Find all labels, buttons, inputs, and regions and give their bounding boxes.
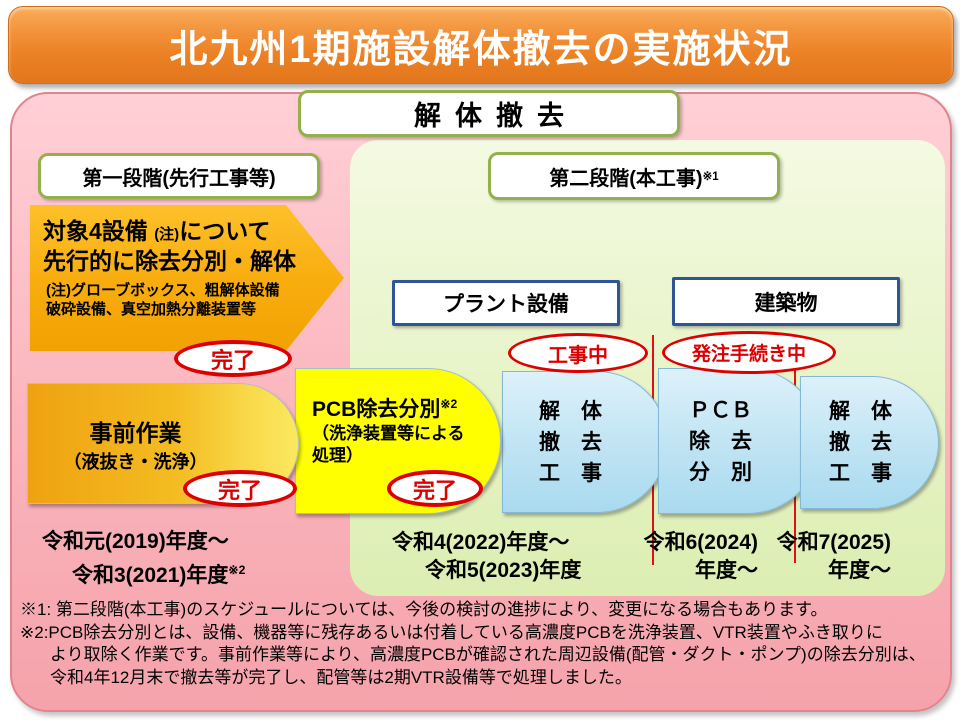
stage2-panel [350, 140, 945, 596]
status-oval-under-construction: 工事中 [508, 333, 648, 373]
building-task2-line2: 撤 去 [829, 431, 892, 454]
target-arrow-line1-main: 対象4設備 [43, 218, 148, 244]
stage2-label-sup: ※1 [702, 170, 719, 183]
building-task1-line3: 分 別 [689, 460, 752, 484]
under-construction-label: 工事中 [548, 344, 608, 367]
target-arrow-line1: 対象4設備 (注)について [43, 218, 344, 248]
footnote-2-cont1: より取除く作業です。事前作業等により、高濃度PCBが確認された周辺設備(配管・ダ… [50, 645, 926, 664]
period-demolition-building: 令和7(2025) 年度～ [760, 529, 891, 585]
status-oval-done-1: 完了 [174, 340, 292, 377]
period-stage1-line2-text: 令和3(2021)年度 [72, 564, 229, 587]
period-pcb-building: 令和6(2024) 年度～ [627, 529, 758, 585]
building-label: 建築物 [754, 291, 818, 315]
status-oval-done-2: 完了 [183, 470, 297, 507]
period-plant-line1: 令和4(2022)年度～ [392, 531, 570, 554]
stage1-label: 第一段階(先行工事等) [82, 167, 276, 190]
target-arrow-note2: 破砕設備、真空加熱分離装置等 [46, 301, 257, 318]
building-box: 建築物 [672, 277, 900, 326]
building-task2-line3: 工 事 [829, 462, 892, 485]
plant-equipment-box: プラント設備 [392, 280, 620, 326]
plant-task-line1: 解 体 [539, 399, 602, 423]
title-banner: 北九州1期施設解体撤去の実施状況 [8, 6, 954, 84]
footnote-1: ※1: 第二段階(本工事)のスケジュールについては、今後の検討の進捗により、変更… [20, 600, 828, 619]
process-demolition-plant: 解 体 撤 去 工 事 [502, 371, 668, 513]
pcb-removal-title-text: PCB除去分別 [312, 398, 441, 421]
ordering-label: 発注手続き中 [691, 344, 806, 365]
building-task1-line2: 除 去 [689, 429, 752, 453]
period-stage1-line2: 令和3(2021)年度※2 [72, 556, 245, 590]
pcb-removal-sub1: （洗浄装置等による [312, 424, 465, 443]
process-pcb-removal-building: ＰＣＢ 除 去 分 別 [658, 368, 821, 514]
plant-task-line2: 撤 去 [539, 430, 602, 454]
period-plant: 令和4(2022)年度～ 令和5(2023)年度 [392, 529, 581, 585]
period-pcb-line2: 年度～ [695, 559, 758, 582]
pcb-removal-sub2: 処理） [312, 446, 363, 465]
demolition-header-box: 解体撤去 [298, 90, 680, 137]
period-demo-line2: 年度～ [828, 559, 891, 582]
page-title: 北九州1期施設解体撤去の実施状況 [169, 28, 793, 71]
footnotes: ※1: 第二段階(本工事)のスケジュールについては、今後の検討の進捗により、変更… [20, 599, 950, 689]
target-arrow-line1-note: (注) [154, 226, 180, 243]
process-demolition-building: 解 体 撤 去 工 事 [800, 376, 939, 509]
target-arrow-line2: 先行的に除去分別・解体 [43, 248, 296, 274]
stage2-label: 第二段階(本工事) [549, 167, 703, 190]
period-stage1-sup: ※2 [228, 563, 246, 577]
pre-work-subtitle: （液抜き・洗浄） [63, 451, 208, 472]
stage1-label-box: 第一段階(先行工事等) [38, 153, 320, 199]
status-oval-done-3: 完了 [387, 470, 483, 507]
period-demo-line1: 令和7(2025) [776, 531, 891, 554]
target-arrow-line1-tail: について [179, 218, 271, 244]
pcb-removal-title-sup: ※2 [440, 397, 458, 411]
period-stage1: 令和元(2019)年度～ 令和3(2021)年度※2 [42, 528, 245, 590]
plant-equipment-label: プラント設備 [443, 293, 569, 316]
period-plant-line2: 令和5(2023)年度 [425, 559, 582, 582]
footnote-2-cont2: 令和4年12月末で撤去等が完了し、配管等は2期VTR設備等で処理しました。 [50, 667, 632, 687]
building-task1-line1: ＰＣＢ [689, 398, 752, 422]
period-pcb-line1: 令和6(2024) [643, 531, 758, 554]
period-stage1-line1: 令和元(2019)年度～ [42, 530, 229, 553]
demolition-header-label: 解体撤去 [414, 101, 578, 131]
footnote-2: ※2:PCB除去分別とは、設備、機器等に残存あるいは付着している高濃度PCBを洗… [20, 622, 883, 642]
target-arrow-note1: (注)グローブボックス、粗解体設備 [46, 282, 280, 299]
pcb-removal-title: PCB除去分別※2 [312, 391, 500, 423]
stage2-label-box: 第二段階(本工事)※1 [488, 152, 780, 200]
status-done-3-label: 完了 [412, 477, 457, 503]
plant-task-line3: 工 事 [539, 461, 602, 485]
status-done-1-label: 完了 [210, 347, 255, 373]
target-facilities-arrow: 対象4設備 (注)について 先行的に除去分別・解体 (注)グローブボックス、粗解… [30, 205, 344, 351]
status-oval-ordering: 発注手続き中 [662, 331, 836, 374]
status-done-2-label: 完了 [217, 477, 262, 503]
building-task2-line1: 解 体 [829, 400, 892, 423]
pre-work-title: 事前作業 [89, 419, 182, 446]
